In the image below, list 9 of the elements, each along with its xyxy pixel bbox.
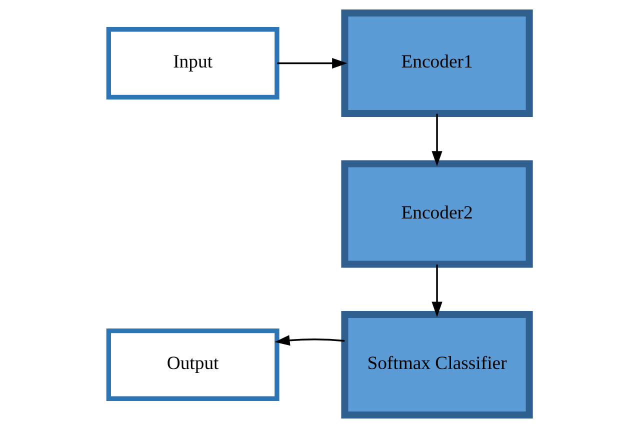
- node-box: Input: [106, 27, 280, 100]
- node-box: Softmax Classifier: [341, 310, 533, 418]
- arrow: [277, 58, 348, 69]
- node-box: Encoder1: [341, 10, 533, 118]
- arrow: [432, 114, 442, 166]
- arrow: [432, 264, 442, 318]
- arrow: [274, 335, 345, 346]
- node-box: Encoder2: [341, 160, 533, 268]
- node-box: Output: [106, 328, 280, 401]
